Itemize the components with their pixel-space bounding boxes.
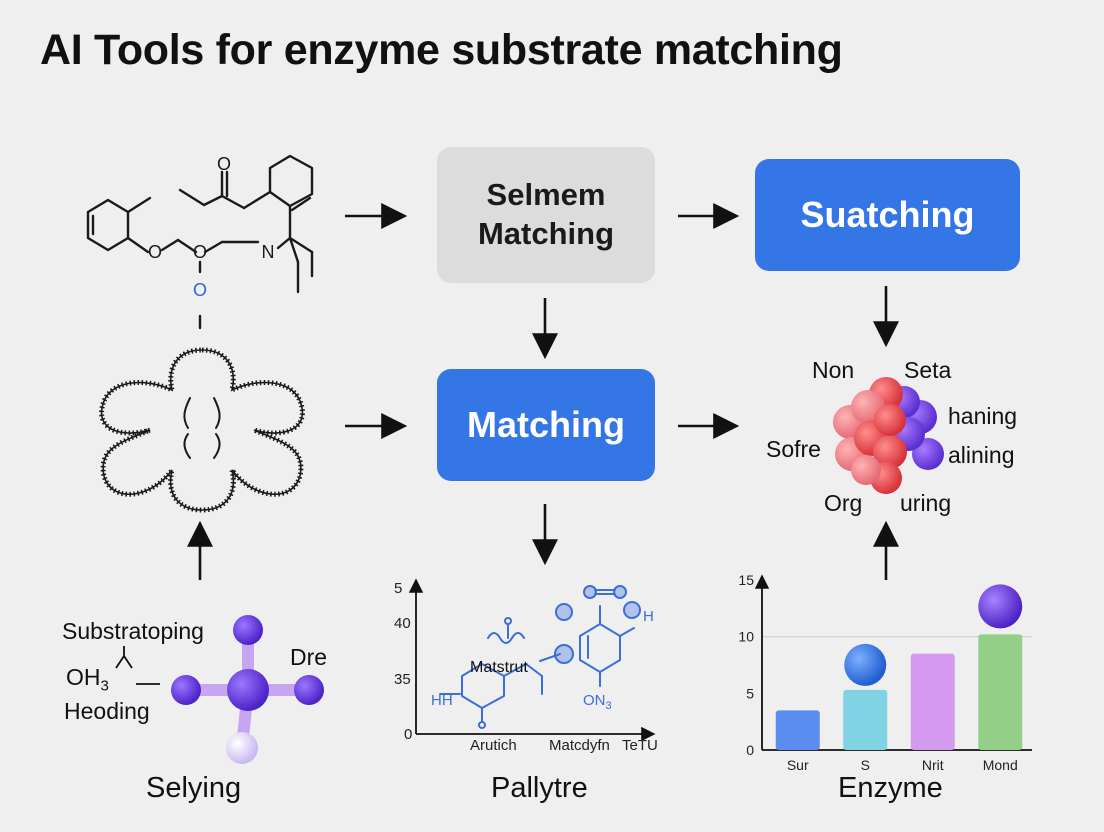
selmem-matching-box: Selmem Matching xyxy=(437,147,655,283)
bar xyxy=(843,689,888,750)
cluster-label-uring: uring xyxy=(900,490,952,516)
matching-label: Matching xyxy=(467,404,625,445)
bar-ytick: 15 xyxy=(738,572,754,588)
cluster-label-haning: haning xyxy=(948,403,1018,429)
page-title: AI Tools for enzyme substrate matching xyxy=(40,26,843,74)
mid-xlabel-0: Arutich xyxy=(470,737,517,754)
bar-ytick: 10 xyxy=(738,629,754,645)
label-oh3-subscript: 3 xyxy=(100,677,109,695)
label-connector-lines xyxy=(115,646,160,685)
bar-category-label: S xyxy=(861,757,870,773)
label-oh3: OH3 xyxy=(66,664,109,695)
caption-middle: Pallytre xyxy=(491,772,588,804)
label-dre: Dre xyxy=(290,644,328,670)
mid-xlabel-2: TeTU xyxy=(622,737,658,754)
middle-plot-axes xyxy=(408,578,656,742)
mid-atom-hh: HH xyxy=(431,692,453,709)
suatching-box: Suatching xyxy=(755,159,1020,271)
cluster-label-org: Org xyxy=(824,490,863,516)
bar xyxy=(910,653,955,750)
bar-ytick: 0 xyxy=(746,742,754,758)
atom-cluster xyxy=(833,377,944,494)
label-substratoping: Substratoping xyxy=(62,618,204,644)
ball-stick-molecule xyxy=(171,615,324,764)
bar-category-label: Sur xyxy=(787,757,809,773)
atom-n: N xyxy=(262,242,275,262)
bar xyxy=(775,710,820,750)
mid-ytick-2: 35 xyxy=(394,671,411,688)
mid-ytick-1: 40 xyxy=(394,615,411,632)
protein-cross-structure xyxy=(99,347,305,513)
purple-sphere-icon xyxy=(978,584,1023,629)
mid-atom-on3-sub: 3 xyxy=(605,700,612,712)
label-oh3-main: OH xyxy=(66,664,101,690)
suatching-label: Suatching xyxy=(800,194,975,235)
mid-struct-label: Matstrut xyxy=(470,659,528,676)
mid-atom-on3: ON3 xyxy=(583,692,612,712)
bar-ytick: 5 xyxy=(746,685,754,701)
atom-o-left: O xyxy=(148,242,162,262)
caption-right: Enzyme xyxy=(838,772,943,804)
cluster-label-alining: alining xyxy=(948,442,1015,468)
atom-o-blue: O xyxy=(193,280,207,300)
bar-category-label: Nrit xyxy=(922,757,944,773)
bar xyxy=(978,634,1023,750)
mid-ytick-3: 0 xyxy=(404,726,413,743)
atom-o-mid: O xyxy=(193,242,207,262)
mid-atom-on3-main: ON xyxy=(583,692,606,709)
atom-o-top: O xyxy=(217,154,231,174)
selmem-matching-label: Selmem Matching xyxy=(477,177,615,251)
mid-xlabel-1: Matcdyfn xyxy=(549,737,610,754)
caption-left: Selying xyxy=(146,772,242,804)
top-molecule-structure: O O O N O xyxy=(86,154,314,330)
label-heoding: Heoding xyxy=(64,698,150,724)
cluster-label-sofre: Sofre xyxy=(766,436,821,462)
cluster-label-seta: Seta xyxy=(904,357,952,383)
blue-sphere-icon xyxy=(844,643,887,686)
cluster-label-non: Non xyxy=(812,357,855,383)
mid-ytick-0: 5 xyxy=(394,580,403,597)
mid-atom-h: H xyxy=(643,608,654,625)
bar-category-label: Mond xyxy=(983,757,1018,773)
matching-box: Matching xyxy=(437,369,655,481)
